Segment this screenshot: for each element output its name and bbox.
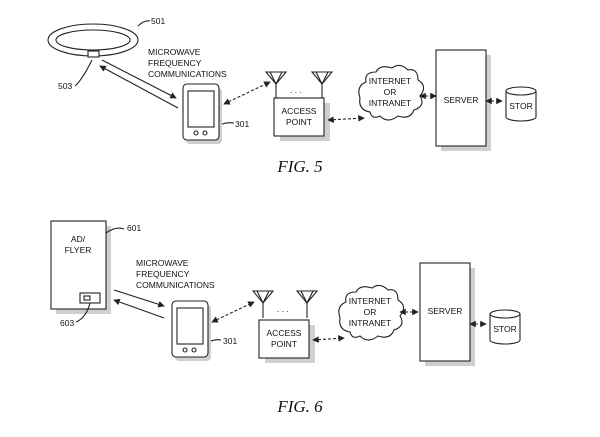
network-label-line2: OR: [384, 87, 397, 97]
antenna-left: [264, 71, 288, 98]
ref-leader-503: [74, 59, 93, 87]
access-point-box: [258, 319, 310, 359]
ap-network-link: [312, 335, 345, 343]
network-label-line1: INTERNET: [349, 296, 392, 306]
figure-6-caption: FIG. 6: [276, 397, 323, 416]
access-point-label-line1: ACCESS: [267, 328, 302, 338]
rf-arrow-lower: [99, 65, 179, 109]
access-point-label-line2: POINT: [271, 339, 297, 349]
network-label-line3: INTRANET: [349, 318, 392, 328]
figure-5-caption: FIG. 5: [276, 157, 322, 176]
smartphone: [182, 83, 222, 144]
storage-label: STOR: [493, 324, 516, 334]
ref-leader-601: [105, 227, 125, 234]
server-label: SERVER: [444, 95, 479, 105]
figure-5: 501 503 MICROWAVE FREQUENCY COMMUNICATIO…: [47, 16, 537, 176]
access-point-box: [273, 97, 325, 137]
ref-301: 301: [223, 336, 237, 346]
ref-leader-603: [75, 302, 91, 323]
ref-503: 503: [58, 81, 72, 91]
network-cloud: [338, 284, 405, 341]
microwave-label-line3: COMMUNICATIONS: [136, 280, 215, 290]
flyer-label-line2: FLYER: [65, 245, 92, 255]
ref-leader-301: [221, 122, 235, 125]
antenna-dots: . . .: [290, 85, 302, 95]
storage-cylinder: [489, 309, 521, 345]
ref-501: 501: [151, 16, 165, 26]
microwave-label-line3: COMMUNICATIONS: [148, 69, 227, 79]
ref-leader-501: [137, 20, 151, 27]
microwave-label-line1: MICROWAVE: [148, 47, 201, 57]
network-label-line3: INTRANET: [369, 98, 412, 108]
flyer-label-line1: AD/: [71, 234, 86, 244]
storage-label: STOR: [509, 101, 532, 111]
ring-device: [47, 23, 139, 58]
phone-ap-link: [211, 301, 255, 323]
smartphone: [171, 300, 211, 361]
antenna-right: [295, 290, 319, 318]
network-label-line2: OR: [364, 307, 377, 317]
network-cloud: [358, 64, 425, 121]
ref-603: 603: [60, 318, 74, 328]
ref-301: 301: [235, 119, 249, 129]
rf-arrow-upper: [101, 59, 177, 99]
microwave-label-line2: FREQUENCY: [136, 269, 190, 279]
rf-arrow-lower: [113, 298, 165, 319]
rf-arrow-upper: [113, 289, 165, 308]
storage-cylinder: [505, 86, 537, 122]
access-point-label-line2: POINT: [286, 117, 312, 127]
server-box: [419, 262, 471, 362]
ring-tag: [87, 50, 100, 58]
server-label: SERVER: [428, 306, 463, 316]
flyer-tag-chip: [83, 295, 91, 301]
figure-6: AD/ FLYER 601 603 MICROWAVE FREQUENCY CO…: [50, 220, 521, 416]
network-label-line1: INTERNET: [369, 76, 412, 86]
antenna-left: [251, 290, 275, 318]
access-point-label-line1: ACCESS: [282, 106, 317, 116]
microwave-label-line2: FREQUENCY: [148, 58, 202, 68]
ref-leader-301: [210, 339, 222, 342]
microwave-label-line1: MICROWAVE: [136, 258, 189, 268]
phone-ap-link: [223, 81, 271, 105]
ref-601: 601: [127, 223, 141, 233]
antenna-dots: . . .: [277, 304, 289, 314]
ap-network-link: [327, 115, 365, 123]
antenna-right: [310, 71, 334, 98]
server-box: [435, 49, 487, 147]
